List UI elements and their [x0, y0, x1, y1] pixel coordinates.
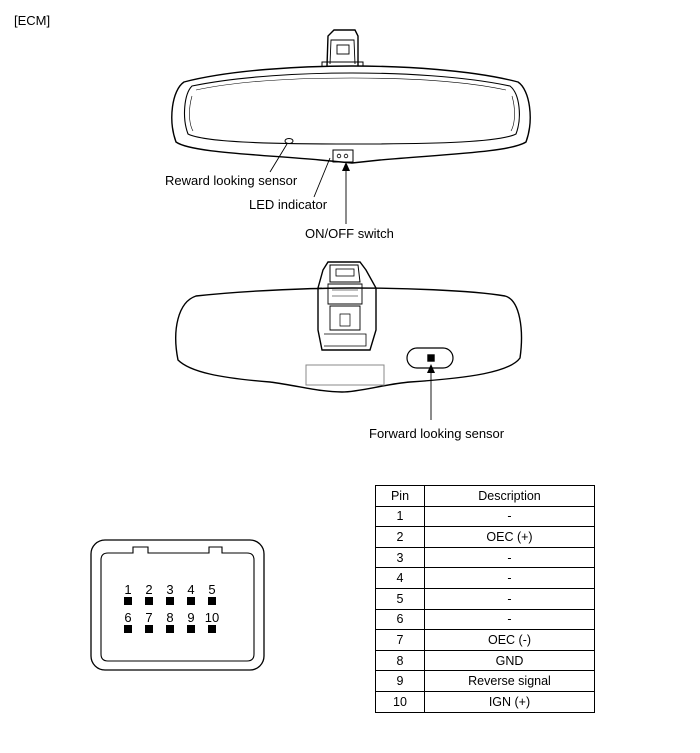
pin-cell: 1 [375, 505, 425, 528]
pin-number: 2 [145, 582, 153, 597]
pin-terminal [208, 625, 216, 633]
pin-number: 5 [208, 582, 216, 597]
table-row: 6- [375, 608, 595, 631]
arrow-icon [342, 162, 350, 171]
table-row: 4- [375, 567, 595, 589]
pin-cell: 6 [375, 608, 425, 631]
description-cell: Reverse signal [424, 670, 595, 692]
diagram-title: [ECM] [14, 13, 51, 28]
table-row: 5- [375, 587, 595, 610]
description-cell: - [424, 567, 595, 589]
description-cell: IGN (+) [424, 690, 595, 713]
pin-terminal [166, 597, 174, 605]
description-cell: OEC (-) [424, 629, 595, 651]
pin-number: 6 [124, 610, 132, 625]
pin-cell: 5 [375, 587, 425, 610]
pin-number: 4 [187, 582, 195, 597]
pin-terminal [187, 597, 195, 605]
description-cell: - [424, 608, 595, 631]
pin-cell: 7 [375, 629, 425, 651]
description-cell: - [424, 505, 595, 528]
pin-terminal [166, 625, 174, 633]
pin-cell: 8 [375, 649, 425, 672]
pin-number: 8 [166, 610, 174, 625]
back-mirror [175, 261, 523, 420]
pin-number: 1 [124, 582, 132, 597]
pin-cell: 9 [375, 670, 425, 692]
arrow-icon [427, 364, 435, 373]
pin-cell: 4 [375, 567, 425, 589]
pin-number: 3 [166, 582, 174, 597]
reward-sensor-label: Reward looking sensor [165, 173, 298, 188]
pin-terminal [145, 597, 153, 605]
onoff-switch-label: ON/OFF switch [305, 226, 394, 241]
header-description: Description [424, 485, 595, 507]
table-header-row: Pin Description [375, 485, 595, 507]
pin-terminal [145, 625, 153, 633]
pin-number: 10 [204, 610, 220, 625]
pin-number: 7 [145, 610, 153, 625]
table-row: 1- [375, 505, 595, 528]
description-cell: - [424, 546, 595, 569]
pin-number: 9 [187, 610, 195, 625]
header-pin: Pin [375, 485, 425, 507]
pin-cell: 3 [375, 546, 425, 569]
pin-terminal [124, 597, 132, 605]
pin-cell: 2 [375, 526, 425, 548]
pin-cell: 10 [375, 690, 425, 713]
front-mirror [171, 29, 531, 224]
table-row: 3- [375, 546, 595, 569]
connector-outline [90, 539, 265, 671]
led-indicator-label: LED indicator [249, 197, 328, 212]
pin-terminal [187, 625, 195, 633]
pin-terminal [208, 597, 216, 605]
description-cell: - [424, 587, 595, 610]
description-cell: GND [424, 649, 595, 672]
connector-pins [124, 597, 216, 633]
description-cell: OEC (+) [424, 526, 595, 548]
forward-sensor-label: Forward looking sensor [369, 426, 505, 441]
pin-terminal [124, 625, 132, 633]
